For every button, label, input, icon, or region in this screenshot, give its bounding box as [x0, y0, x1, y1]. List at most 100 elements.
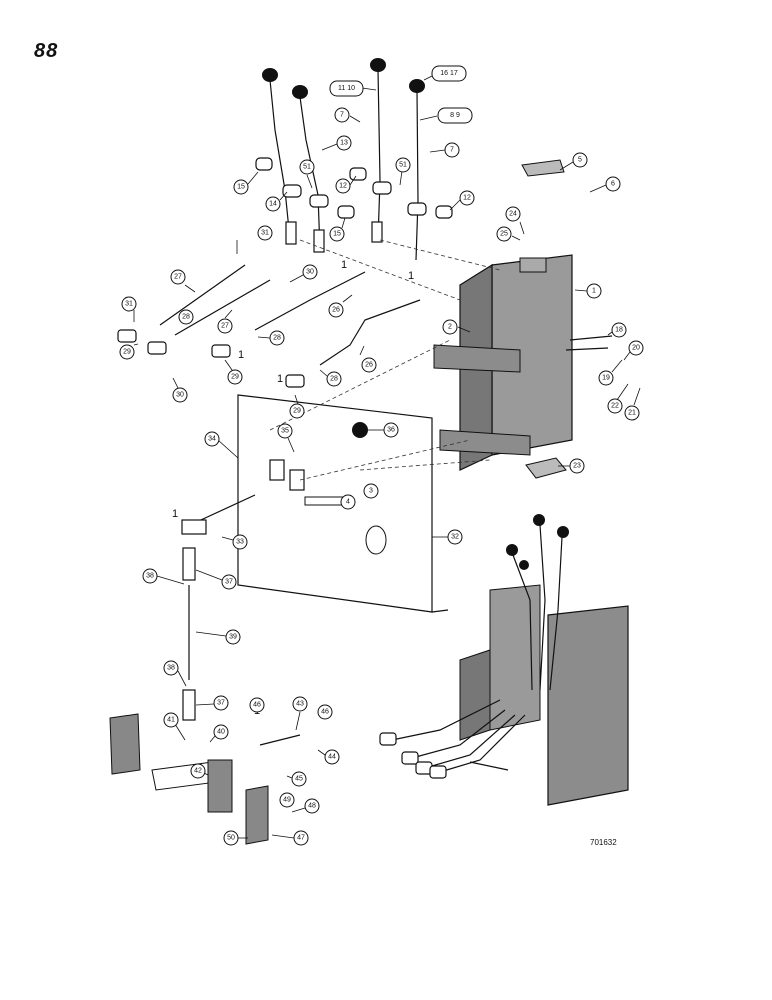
- callout-13: 13: [321, 135, 352, 151]
- callout-35: 35: [277, 423, 295, 453]
- callout-42: 42: [190, 763, 209, 779]
- svg-text:30: 30: [176, 392, 184, 399]
- svg-text:41: 41: [167, 717, 175, 724]
- svg-text:18: 18: [615, 327, 623, 334]
- callout-38b: 38: [163, 660, 187, 687]
- callout-2: 2: [442, 319, 471, 335]
- svg-text:42: 42: [194, 768, 202, 775]
- svg-text:46: 46: [253, 702, 261, 709]
- svg-text:20: 20: [632, 345, 640, 352]
- valve-housing: [433, 159, 613, 479]
- callout-8-9: 8 9: [419, 107, 473, 124]
- callout-22: 22: [607, 383, 629, 414]
- callout-37b: 37: [195, 695, 229, 711]
- svg-text:12: 12: [463, 195, 471, 202]
- svg-text:37: 37: [225, 579, 233, 586]
- callout-10-11: 11 10: [329, 80, 377, 97]
- svg-text:7: 7: [340, 112, 344, 119]
- callout-29a: 29: [119, 343, 139, 360]
- callout-4: 4: [340, 494, 356, 510]
- callout-20: 20: [623, 340, 644, 361]
- svg-text:1: 1: [277, 373, 283, 385]
- link-rods: [117, 264, 421, 388]
- svg-text:1: 1: [172, 508, 178, 520]
- svg-text:30: 30: [306, 269, 314, 276]
- callout-30a: 30: [289, 264, 318, 283]
- callout-1: 1: [574, 283, 602, 299]
- callout-49: 49: [279, 792, 295, 808]
- svg-text:49: 49: [283, 797, 291, 804]
- callout-12a: 12: [335, 175, 357, 194]
- page-number: 88: [34, 40, 59, 62]
- callout-51a: 51: [299, 159, 315, 189]
- svg-text:1: 1: [592, 288, 596, 295]
- svg-text:38: 38: [167, 665, 175, 672]
- callout-46b: 46: [317, 704, 333, 720]
- svg-text:22: 22: [611, 403, 619, 410]
- svg-text:28: 28: [182, 314, 190, 321]
- callout-48: 48: [291, 798, 320, 814]
- callout-47: 47: [271, 830, 309, 846]
- svg-text:8 9: 8 9: [450, 112, 460, 119]
- svg-text:45: 45: [295, 776, 303, 783]
- svg-text:34: 34: [208, 436, 216, 443]
- svg-text:27: 27: [174, 274, 182, 281]
- svg-text:7: 7: [450, 147, 454, 154]
- svg-text:31: 31: [261, 230, 269, 237]
- svg-text:1: 1: [341, 259, 347, 271]
- svg-text:50: 50: [227, 835, 235, 842]
- svg-text:39: 39: [229, 634, 237, 641]
- callout-46a: 46: [249, 697, 265, 713]
- svg-text:19: 19: [602, 375, 610, 382]
- callout-31a: 31: [236, 225, 273, 254]
- mounting-plate: [237, 394, 449, 613]
- svg-text:40: 40: [217, 729, 225, 736]
- svg-text:27: 27: [221, 323, 229, 330]
- svg-text:37: 37: [217, 700, 225, 707]
- svg-text:15: 15: [333, 231, 341, 238]
- callout-51b: 51: [395, 157, 411, 186]
- callout-31b: 31: [121, 296, 137, 322]
- callout-27b: 27: [217, 309, 233, 334]
- callout-39: 39: [195, 629, 241, 645]
- callout-29c: 29: [289, 394, 305, 419]
- svg-text:14: 14: [269, 201, 277, 208]
- callout-43: 43: [292, 696, 308, 731]
- svg-text:15: 15: [237, 184, 245, 191]
- callout-40: 40: [209, 724, 229, 743]
- callout-18: 18: [607, 322, 627, 338]
- callout-5: 5: [559, 152, 588, 171]
- callout-15a: 15: [233, 171, 259, 195]
- svg-text:13: 13: [340, 140, 348, 147]
- callout-26a: 26: [328, 294, 353, 318]
- svg-text:32: 32: [451, 534, 459, 541]
- callout-3: 3: [363, 483, 379, 499]
- callout-33: 33: [221, 534, 248, 550]
- callout-12b: 12: [449, 190, 475, 211]
- svg-text:31: 31: [125, 301, 133, 308]
- callout-28c: 28: [319, 369, 342, 387]
- svg-text:48: 48: [308, 803, 316, 810]
- svg-text:2: 2: [448, 324, 452, 331]
- callout-14: 14: [265, 191, 288, 212]
- svg-text:28: 28: [330, 376, 338, 383]
- callout-45: 45: [286, 771, 307, 787]
- svg-text:36: 36: [387, 427, 395, 434]
- callout-36: 36: [368, 422, 399, 438]
- callout-50: 50: [223, 830, 248, 846]
- svg-text:25: 25: [500, 231, 508, 238]
- svg-text:51: 51: [303, 164, 311, 171]
- svg-text:43: 43: [296, 701, 304, 708]
- svg-text:4: 4: [346, 499, 350, 506]
- callout-23: 23: [558, 458, 585, 474]
- callout-7a: 7: [334, 107, 361, 123]
- callout-7b: 7: [429, 142, 460, 158]
- svg-text:23: 23: [573, 463, 581, 470]
- callout-28a: 28: [178, 309, 194, 325]
- svg-text:47: 47: [297, 835, 305, 842]
- svg-text:51: 51: [399, 162, 407, 169]
- assembly-lines: [269, 239, 501, 481]
- assembled-view: [379, 514, 629, 806]
- svg-text:28: 28: [273, 335, 281, 342]
- callout-24: 24: [505, 206, 525, 235]
